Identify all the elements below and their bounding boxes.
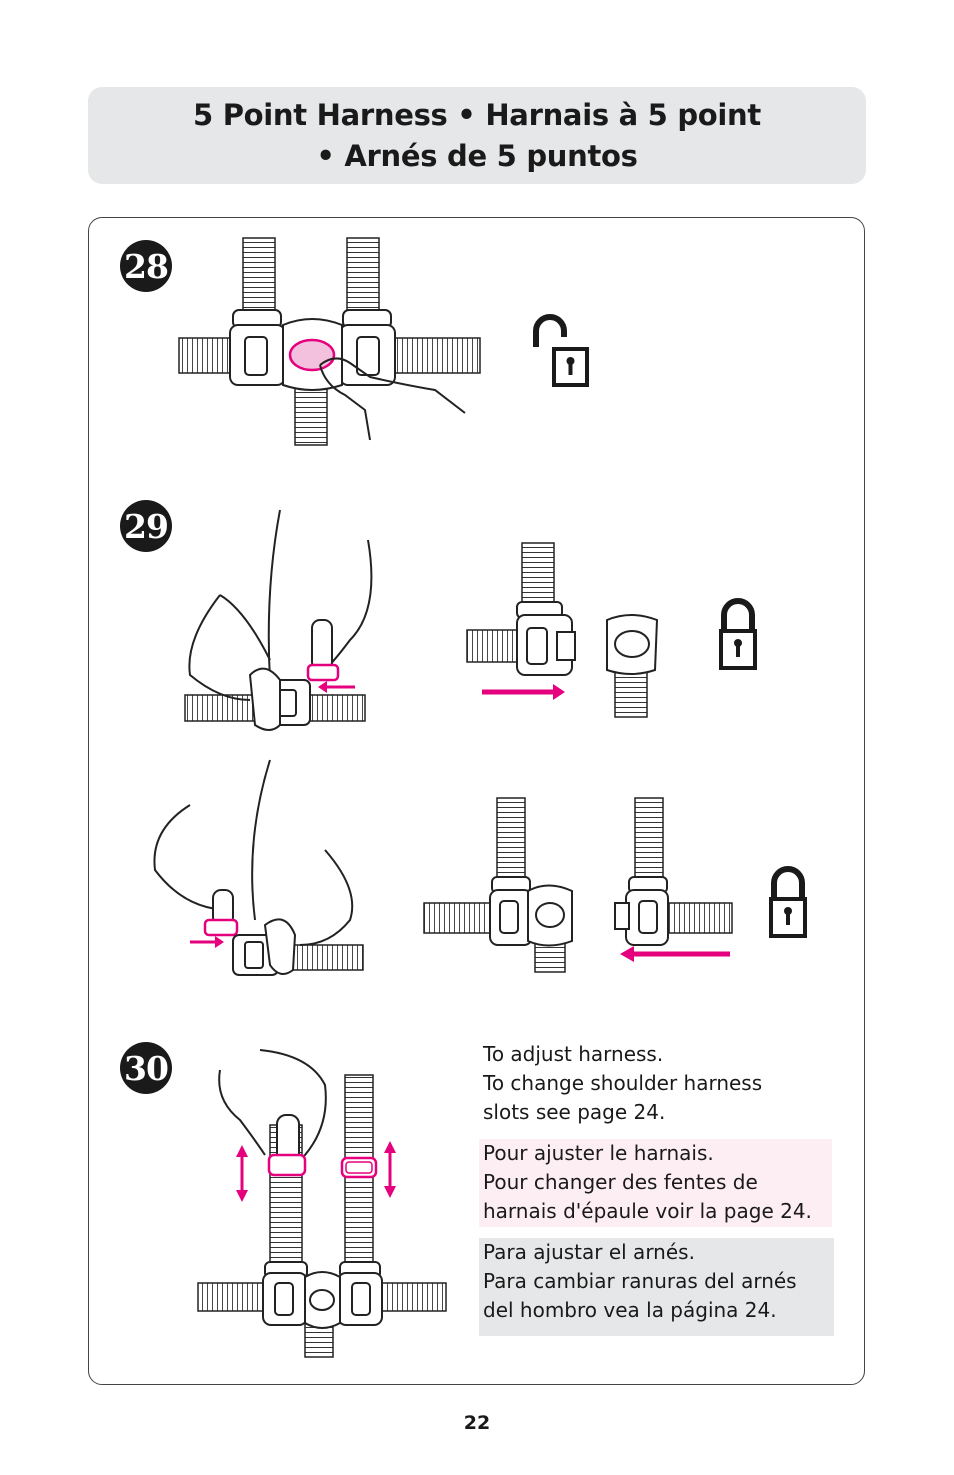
page-number: 22 [463, 1412, 491, 1434]
step-29-hands-illustration [184, 509, 373, 731]
spanish-line-2: Para cambiar ranuras del arnés [483, 1269, 797, 1293]
title-line-1: 5 Point Harness • Harnais à 5 point [193, 97, 761, 132]
lock-open-icon [533, 314, 589, 387]
step-30-illustration [197, 1049, 447, 1358]
english-line-2: To change shoulder harness [483, 1071, 763, 1095]
instructions-spanish: Para ajustar el arnés. Para cambiar ranu… [479, 1238, 834, 1336]
instructions-french: Pour ajuster le harnais. Pour changer de… [479, 1139, 832, 1227]
french-line-3: harnais d'épaule voir la page 24. [483, 1199, 812, 1223]
english-line-3: slots see page 24. [483, 1100, 666, 1124]
step-29-buckle-closing-illustration [423, 797, 733, 973]
french-line-2: Pour changer des fentes de [483, 1170, 758, 1194]
step-29-badge: 29 [120, 500, 172, 552]
spanish-line-3: del hombro vea la página 24. [483, 1298, 777, 1322]
lock-closed-icon [769, 866, 807, 938]
section-title: 5 Point Harness • Harnais à 5 point • Ar… [88, 87, 866, 184]
instructions-english: To adjust harness. To change shoulder ha… [479, 1040, 831, 1127]
english-line-1: To adjust harness. [483, 1042, 664, 1066]
lock-closed-icon [719, 598, 757, 670]
instructions-panel [88, 217, 865, 1385]
spanish-line-1: Para ajustar el arnés. [483, 1240, 695, 1264]
step-29-buckle-open-illustration [466, 542, 659, 718]
step-30-badge: 30 [120, 1042, 172, 1094]
step-28-illustration [178, 237, 481, 446]
french-line-1: Pour ajuster le harnais. [483, 1141, 714, 1165]
step-29-hands-illustration-2 [153, 759, 364, 976]
title-line-2: • Arnés de 5 puntos [316, 138, 638, 173]
step-28-badge: 28 [120, 240, 172, 292]
